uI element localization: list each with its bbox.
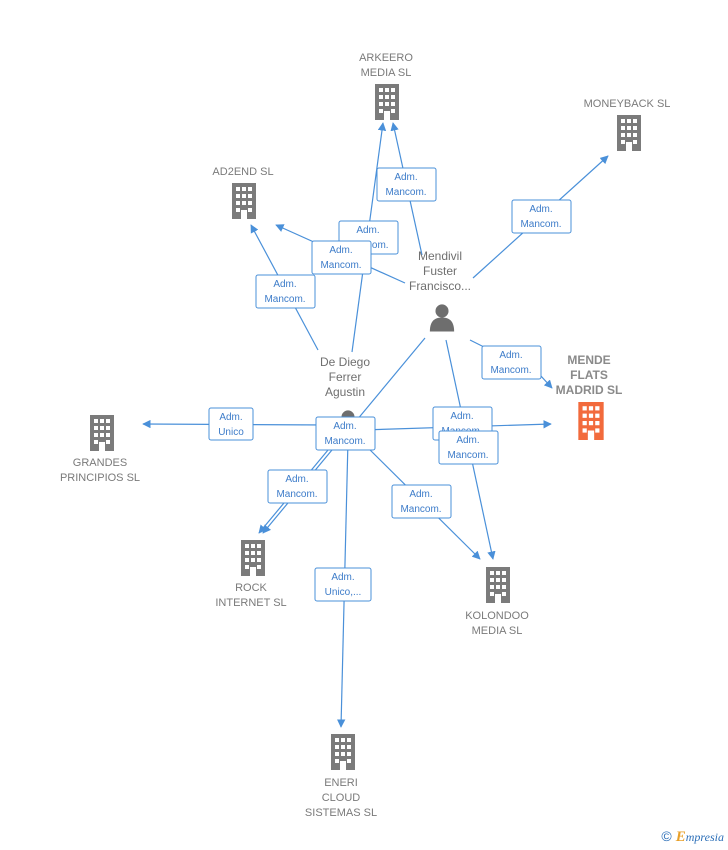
edge-label-line: Adm.	[456, 435, 479, 446]
edge-label-line: Mancom.	[490, 365, 531, 376]
copyright-icon: ©	[661, 828, 672, 844]
company-label-line: MEDIA SL	[472, 625, 523, 637]
person-label-line: Francisco...	[409, 279, 471, 293]
person-label-line: Agustin	[325, 385, 365, 399]
company-label-line: MEDIA SL	[361, 67, 412, 79]
company-label-line: INTERNET SL	[215, 597, 286, 609]
company-ad2end[interactable]: AD2END SL	[212, 166, 274, 219]
person-label-line: Mendivil	[418, 249, 462, 263]
edge-label-line: Unico	[218, 427, 244, 438]
edge-label-mendivil-mende[interactable]: Adm. Mancom.	[481, 345, 542, 380]
edge-label-line: Mancom.	[520, 219, 561, 230]
building-icon	[375, 84, 399, 120]
edge-label-line: Mancom.	[400, 504, 441, 515]
person-label-line: De Diego	[320, 355, 370, 369]
edge-label-line: Adm.	[450, 411, 473, 422]
edge-label-mendivil-arkeero[interactable]: Adm. Mancom.	[376, 167, 437, 202]
edge-label-line: Adm.	[529, 204, 552, 215]
edge-label-line: Adm.	[499, 350, 522, 361]
company-eneri[interactable]: ENERI CLOUD SISTEMAS SL	[305, 734, 377, 819]
edge-label-line: Adm.	[285, 474, 308, 485]
edge-label-line: Adm.	[333, 421, 356, 432]
edge-label-line: Adm.	[273, 279, 296, 290]
edge-label-line: Mancom.	[276, 489, 317, 500]
edge-label-mendivil-kolondoo[interactable]: Adm. Mancom.	[438, 430, 499, 465]
company-label-line: MENDE	[567, 353, 610, 367]
edge-label-line: Adm.	[409, 489, 432, 500]
empresia-watermark: ©Empresia	[661, 828, 724, 846]
building-icon	[90, 415, 114, 451]
company-label-line: ENERI	[324, 777, 358, 789]
company-rock[interactable]: ROCK INTERNET SL	[215, 540, 287, 609]
company-label-line: GRANDES	[73, 457, 127, 469]
edge-label-line: Mancom.	[264, 294, 305, 305]
person-mendivil[interactable]: Mendivil Fuster Francisco...	[409, 249, 471, 332]
edge-label-line: Adm.	[329, 245, 352, 256]
company-mende[interactable]: MENDE FLATS MADRID SL	[556, 353, 623, 440]
edge-label-dediego-kolondoo[interactable]: Adm. Mancom.	[391, 484, 452, 519]
edge-label-dediego-ad2end[interactable]: Adm. Mancom.	[255, 274, 316, 309]
edge-label-dediego-eneri[interactable]: Adm. Unico,...	[314, 567, 372, 602]
edge-label-line: Unico,...	[325, 587, 362, 598]
building-icon	[241, 540, 265, 576]
company-label-line: PRINCIPIOS SL	[60, 472, 140, 484]
person-icon	[429, 304, 455, 332]
person-label-line: Fuster	[423, 264, 457, 278]
brand-logo-e: E	[675, 829, 686, 845]
edge-label-line: Mancom.	[385, 187, 426, 198]
company-label-line: KOLONDOO	[465, 610, 529, 622]
edge-label-line: Adm.	[356, 225, 379, 236]
building-icon	[331, 734, 355, 770]
edge-label-dediego-center[interactable]: Adm. Mancom.	[315, 416, 376, 451]
company-label-line: ARKEERO	[359, 52, 413, 64]
company-label-line: ROCK	[235, 582, 267, 594]
building-icon	[486, 567, 510, 603]
building-icon	[578, 402, 604, 440]
company-label-line: FLATS	[570, 368, 608, 382]
edge-label-line: Mancom.	[324, 436, 365, 447]
company-label-line: SISTEMAS SL	[305, 807, 377, 819]
company-label-line: MONEYBACK SL	[584, 98, 671, 110]
person-label-line: Ferrer	[329, 370, 362, 384]
company-label-line: MADRID SL	[556, 383, 623, 397]
company-arkeero[interactable]: ARKEERO MEDIA SL	[359, 52, 413, 120]
building-icon	[617, 115, 641, 151]
company-grandes[interactable]: GRANDES PRINCIPIOS SL	[60, 415, 140, 484]
edge-label-line: Adm.	[331, 572, 354, 583]
edge-label-mendivil-ad2end[interactable]: Adm. Mancom.	[311, 240, 372, 275]
brand-logo-text: mpresia	[685, 830, 724, 844]
company-label-line: AD2END SL	[212, 166, 273, 178]
company-moneyback[interactable]: MONEYBACK SL	[584, 98, 671, 151]
edge-label-line: Adm.	[394, 172, 417, 183]
edge-label-line: Mancom.	[447, 450, 488, 461]
company-kolondoo[interactable]: KOLONDOO MEDIA SL	[465, 567, 529, 637]
company-label-line: CLOUD	[322, 792, 361, 804]
edge-label-line: Adm.	[219, 412, 242, 423]
edge-label-rock[interactable]: Adm. Mancom.	[267, 469, 328, 504]
edge-label-mendivil-moneyback[interactable]: Adm. Mancom.	[511, 199, 572, 234]
edge-label-dediego-grandes[interactable]: Adm. Unico	[208, 407, 254, 441]
edge-label-line: Mancom.	[320, 260, 361, 271]
building-icon	[232, 183, 256, 219]
person-dediego[interactable]: De Diego Ferrer Agustin	[320, 355, 370, 438]
